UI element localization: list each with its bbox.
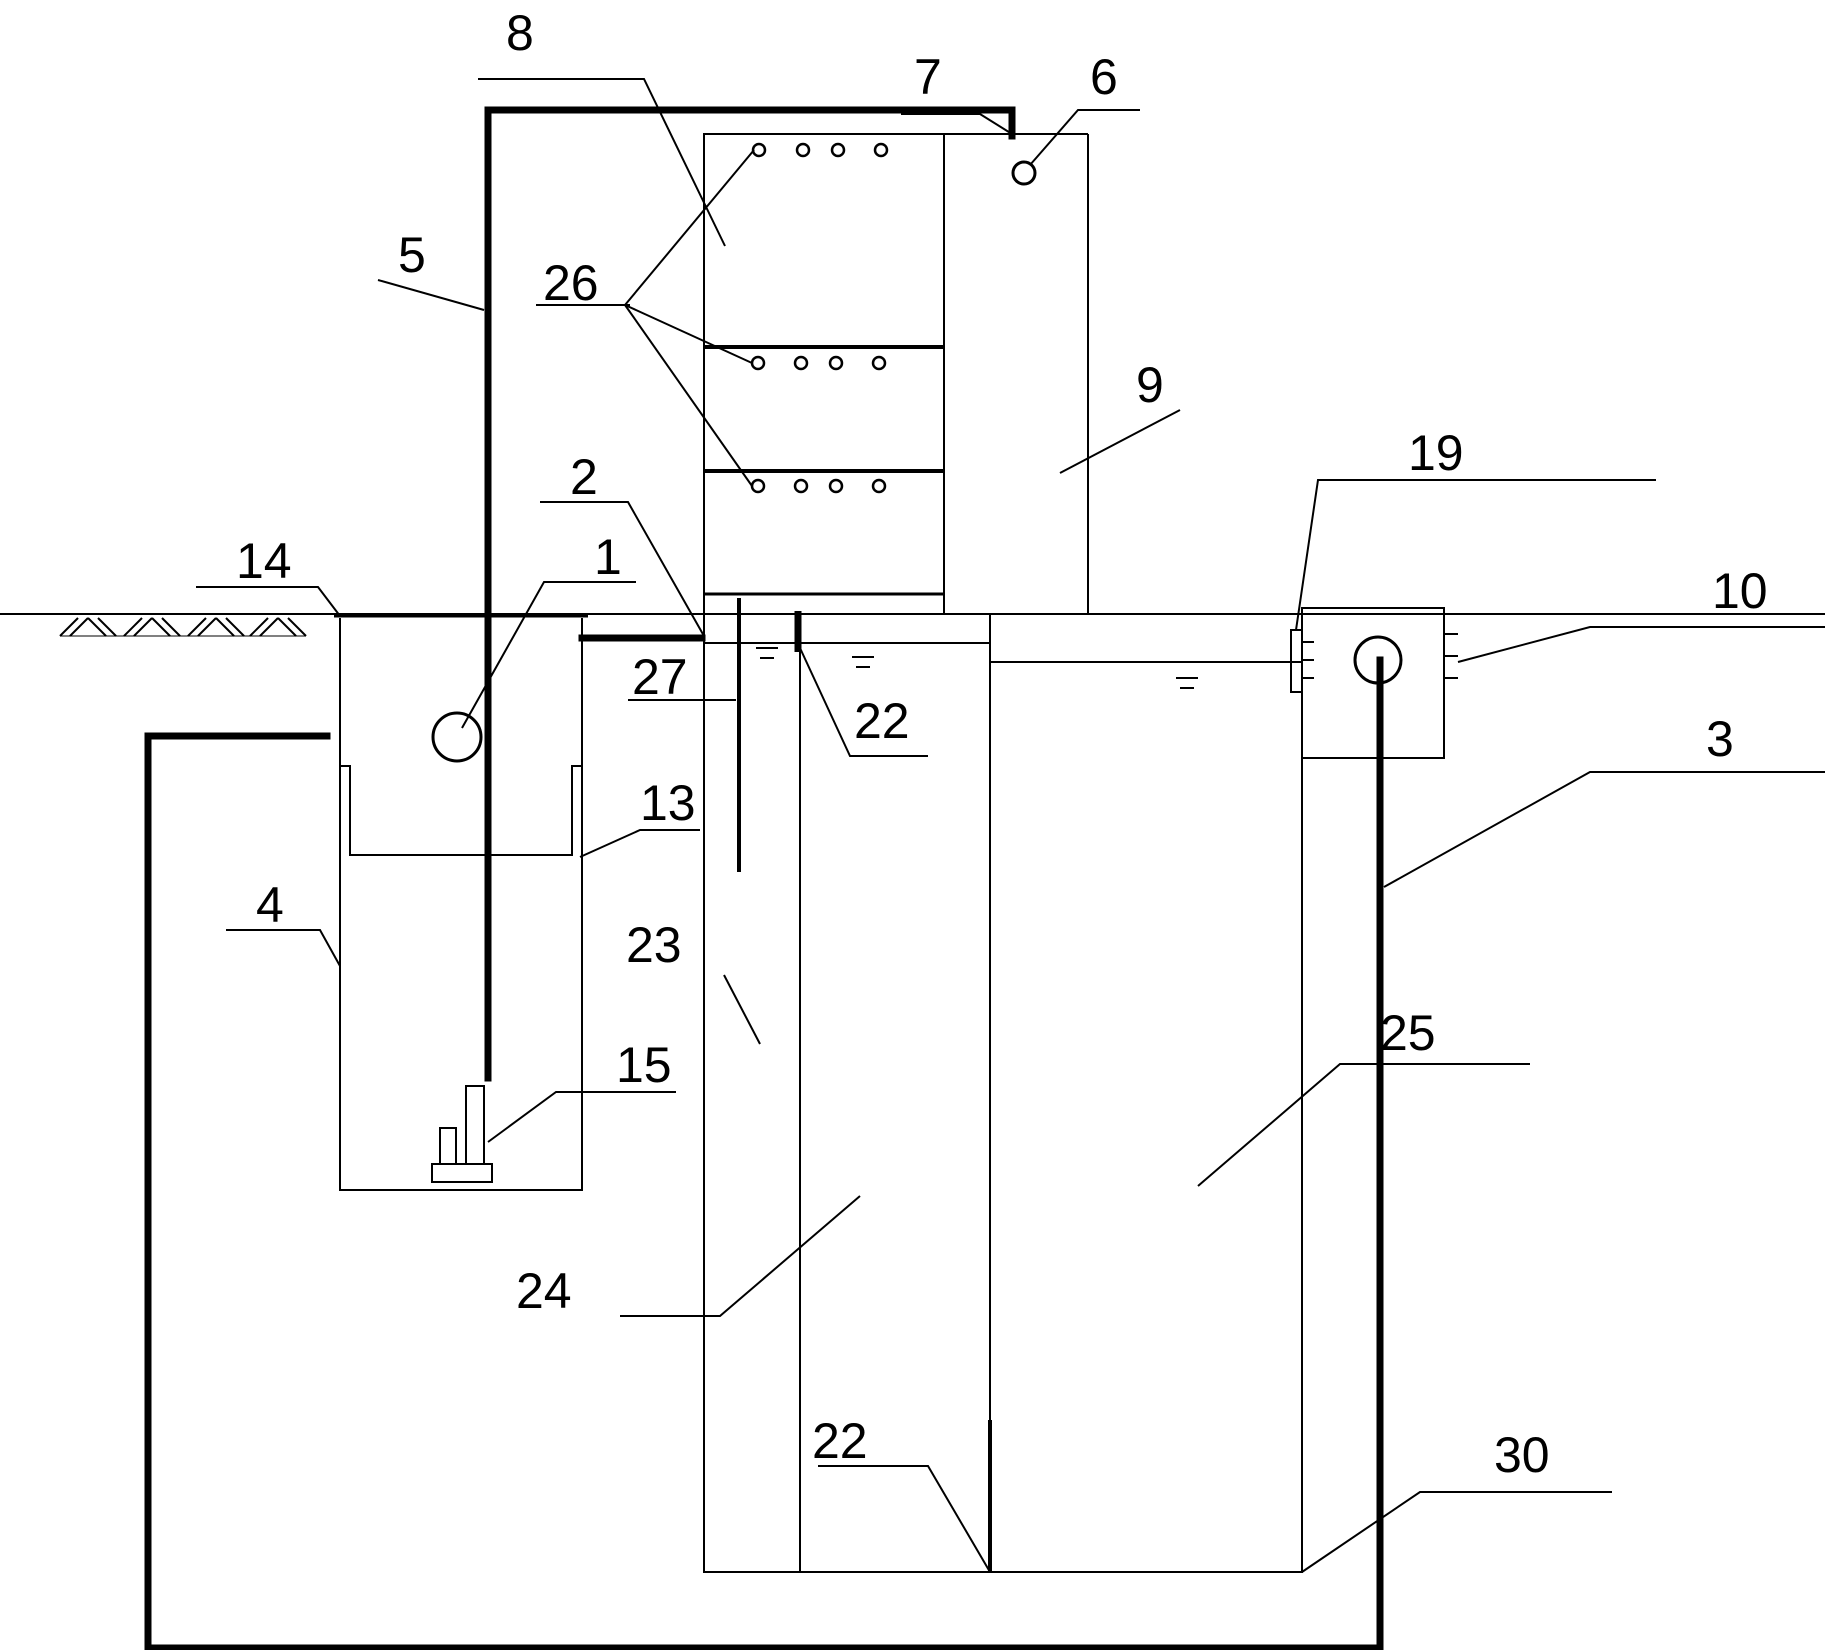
label-3: 3 bbox=[1706, 711, 1734, 767]
label-15: 15 bbox=[616, 1037, 672, 1093]
ground bbox=[0, 613, 1825, 637]
label-8: 8 bbox=[506, 5, 534, 61]
pipes bbox=[144, 106, 1384, 1650]
spray-holes bbox=[750, 142, 889, 494]
soil-hatch bbox=[59, 617, 307, 637]
label-19: 19 bbox=[1408, 425, 1464, 481]
label-23: 23 bbox=[626, 917, 682, 973]
label-2: 2 bbox=[570, 449, 598, 505]
label-10: 10 bbox=[1712, 563, 1768, 619]
outlet-box bbox=[1290, 607, 1458, 759]
label-25: 25 bbox=[1380, 1005, 1436, 1061]
label-7: 7 bbox=[914, 49, 942, 105]
label-27: 27 bbox=[632, 649, 688, 705]
label-5: 5 bbox=[398, 227, 426, 283]
label-9: 9 bbox=[1136, 357, 1164, 413]
baffles bbox=[737, 598, 992, 1572]
label-1: 1 bbox=[594, 529, 622, 585]
vent-hole bbox=[1011, 160, 1037, 186]
label-13: 13 bbox=[640, 775, 696, 831]
label-22-upper: 22 bbox=[854, 693, 910, 749]
pump bbox=[431, 1085, 493, 1183]
float-ball bbox=[431, 711, 483, 763]
water-level-symbols bbox=[756, 647, 1198, 689]
main-tank bbox=[703, 613, 1303, 1573]
label-6: 6 bbox=[1090, 49, 1118, 105]
upper-structure bbox=[703, 133, 1089, 615]
label-4: 4 bbox=[256, 877, 284, 933]
label-24: 24 bbox=[516, 1263, 572, 1319]
leader-lines bbox=[196, 78, 1825, 1573]
collection-well bbox=[334, 614, 588, 1191]
label-14: 14 bbox=[236, 533, 292, 589]
labels: 8 7 6 5 26 9 2 14 1 19 10 27 22 3 13 4 2… bbox=[236, 5, 1768, 1483]
label-22-lower: 22 bbox=[812, 1413, 868, 1469]
label-26: 26 bbox=[543, 255, 599, 311]
label-30: 30 bbox=[1494, 1427, 1550, 1483]
